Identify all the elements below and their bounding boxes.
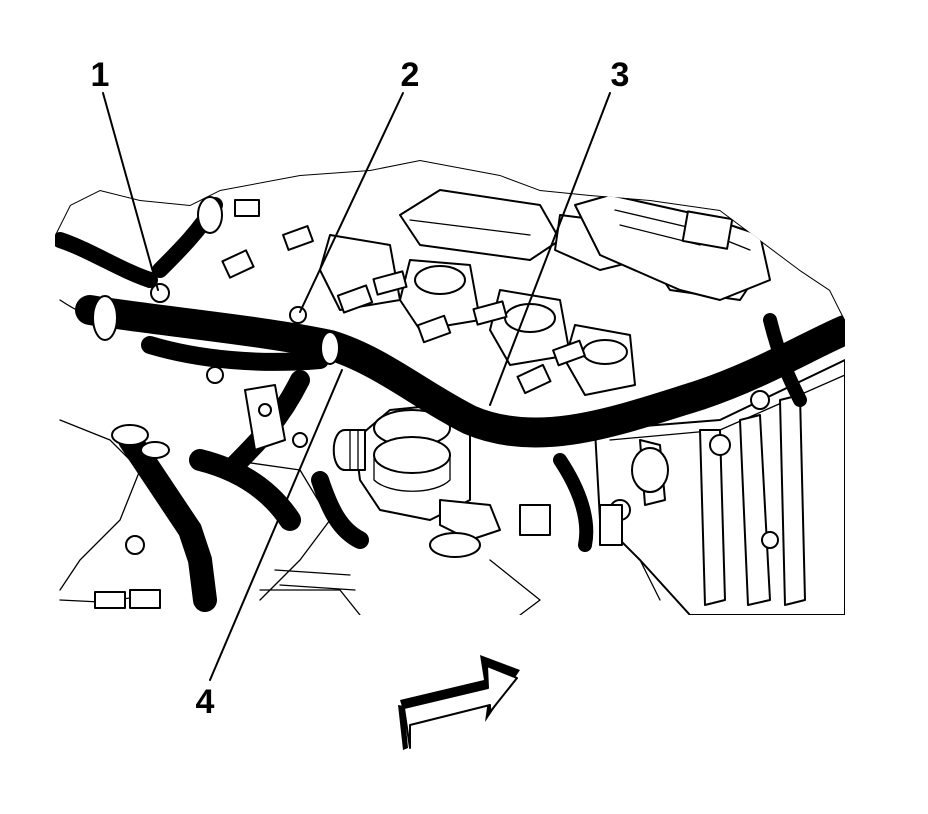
callout-leaders bbox=[102, 92, 611, 681]
left-hoses bbox=[111, 370, 369, 612]
engine-scene bbox=[55, 160, 845, 615]
lower-left-sensor bbox=[59, 589, 161, 609]
leader-4 bbox=[209, 369, 343, 681]
wiring-harness bbox=[75, 295, 845, 552]
leader-1 bbox=[102, 92, 159, 291]
callout-labels: 1 2 3 4 bbox=[91, 56, 630, 721]
intake-right bbox=[574, 194, 771, 301]
purge-valve bbox=[332, 404, 501, 558]
leader-2 bbox=[299, 92, 404, 313]
callout-3: 3 bbox=[611, 56, 630, 94]
leader-3 bbox=[489, 92, 611, 406]
intake-manifold bbox=[594, 359, 845, 615]
callout-1: 1 bbox=[91, 56, 110, 94]
callout-4: 4 bbox=[196, 683, 215, 721]
brackets-bolts bbox=[150, 283, 308, 451]
coil-connectors bbox=[221, 199, 586, 395]
upper-left-harness bbox=[55, 196, 223, 288]
callout-2: 2 bbox=[401, 56, 420, 94]
forward-arrow-icon bbox=[398, 655, 520, 750]
